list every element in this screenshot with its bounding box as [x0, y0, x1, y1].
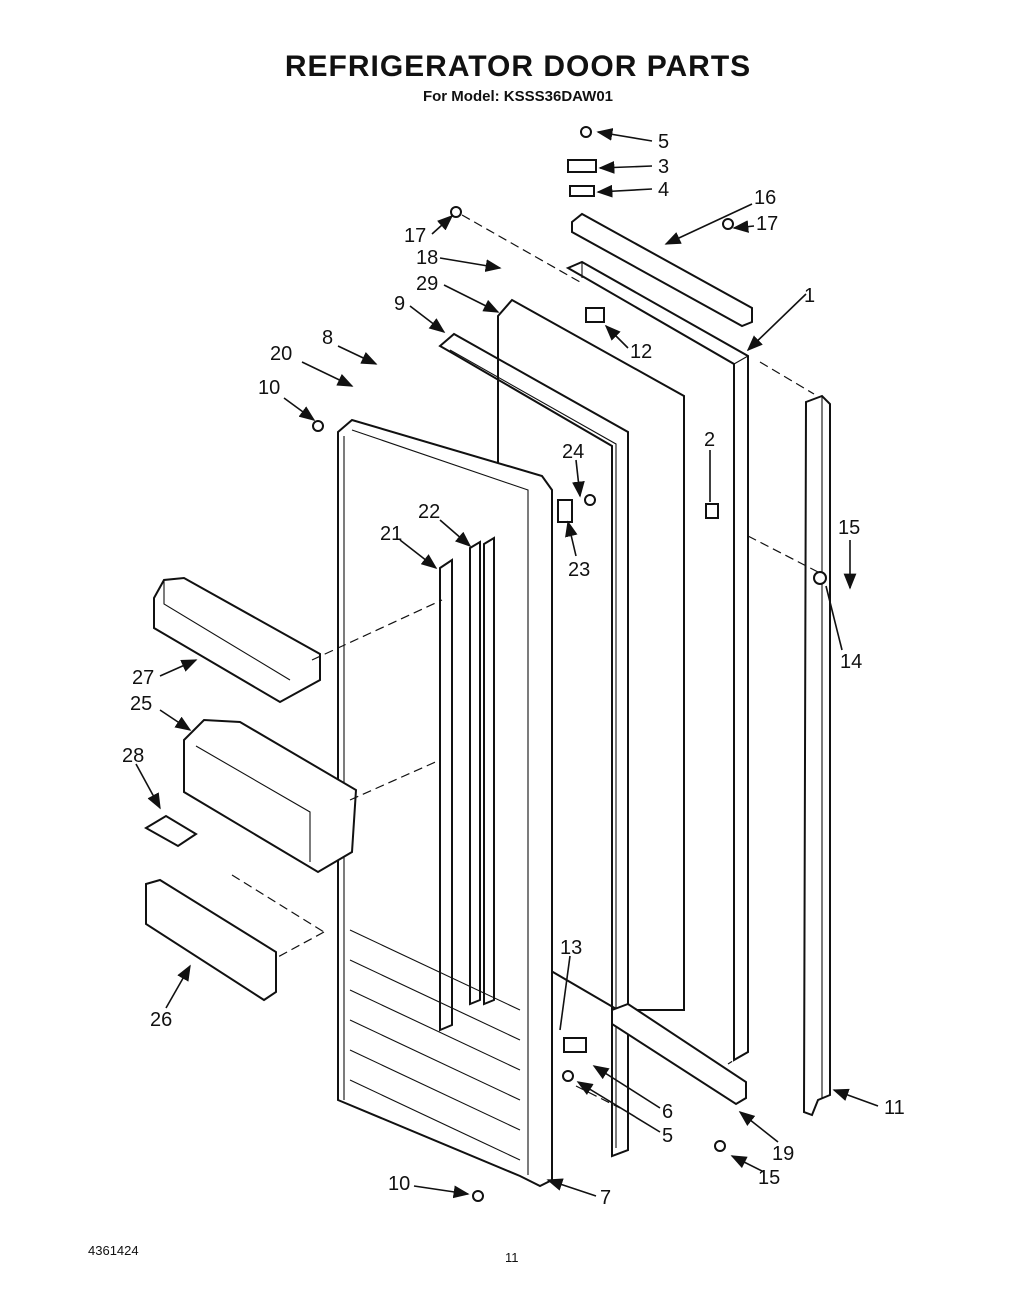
callout-26: 26 [150, 1009, 172, 1031]
callout-20: 20 [270, 343, 292, 365]
callout-10: 10 [258, 377, 280, 399]
callout-29: 29 [416, 273, 438, 295]
model-subtitle: For Model: KSSS36DAW01 [422, 88, 614, 105]
callout-21: 21 [380, 523, 402, 545]
callout-8: 8 [322, 327, 333, 349]
callout-12: 12 [630, 341, 652, 363]
callout-23: 23 [568, 559, 590, 581]
inner-liner [337, 418, 553, 1188]
hardware [312, 126, 827, 1202]
callout-3: 3 [658, 156, 669, 178]
cover-plate [144, 814, 198, 848]
callout-6: 6 [662, 1101, 673, 1123]
lower-ribbed-panel [349, 929, 521, 1161]
callout-4: 4 [658, 179, 669, 201]
callout-5: 5 [662, 1125, 673, 1147]
callout-27: 27 [132, 667, 154, 689]
door-gasket [438, 332, 629, 1158]
callout-15: 15 [758, 1167, 780, 1189]
callout-9: 9 [394, 293, 405, 315]
callout-28: 28 [122, 745, 144, 767]
shelf-rails [439, 536, 495, 1032]
callout-14: 14 [840, 651, 862, 673]
outer-door-panel [802, 394, 831, 1117]
callout-24: 24 [562, 441, 584, 463]
top-hinge-bracket [571, 212, 753, 328]
callout-18: 18 [416, 247, 438, 269]
callout-13: 13 [560, 937, 582, 959]
callout-17: 17 [404, 225, 426, 247]
callout-7: 7 [600, 1187, 611, 1209]
callout-11: 11 [884, 1097, 905, 1119]
dispenser-housing [183, 718, 358, 874]
callout-1: 1 [804, 285, 815, 307]
page-number: 11 [505, 1250, 519, 1265]
callout-19: 19 [772, 1143, 794, 1165]
callout-22: 22 [418, 501, 440, 523]
callout-25: 25 [130, 693, 152, 715]
callout-labels: 5 3 4 16 17 17 18 29 1 9 12 8 20 10 2 24… [122, 131, 905, 1209]
door-bin [153, 576, 321, 704]
assembly-lines [231, 214, 819, 1109]
callout-16: 16 [754, 187, 776, 209]
callout-15: 15 [838, 517, 860, 539]
callout-2: 2 [704, 429, 715, 451]
callout-5: 5 [658, 131, 669, 153]
trim-strip [145, 878, 277, 1002]
leader-arrows [135, 128, 879, 1199]
bottom-hinge-bracket [611, 1002, 747, 1106]
callout-10: 10 [388, 1173, 410, 1195]
callout-17: 17 [756, 213, 778, 235]
footer-part-code: 4361424 [88, 1243, 139, 1258]
page-title: REFRIGERATOR DOOR PARTS [284, 50, 752, 83]
